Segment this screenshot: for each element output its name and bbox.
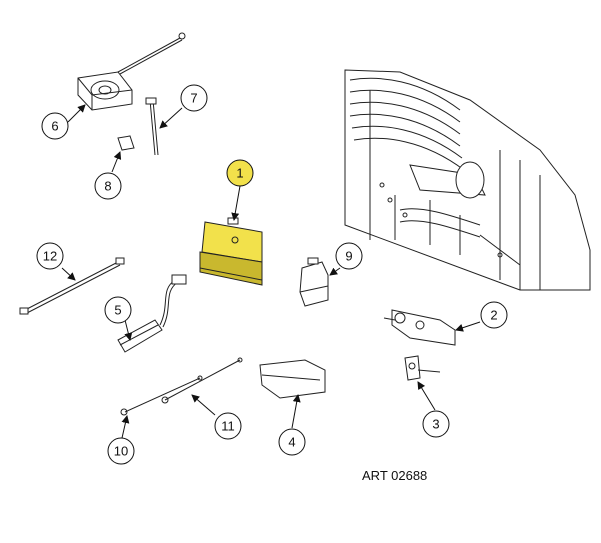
part-fan [77, 32, 186, 111]
callout-9: 9 [335, 242, 363, 270]
part-harness-long [19, 257, 125, 315]
callout-11: 11 [214, 412, 242, 440]
part-clip [117, 135, 135, 151]
callout-6: 6 [41, 112, 69, 140]
callout-5: 5 [104, 296, 132, 324]
part-cover [299, 257, 329, 307]
callout-label: 3 [432, 417, 439, 432]
cooling-unit-assembly [344, 69, 591, 291]
part-wire-short [120, 375, 203, 416]
callout-label: 12 [43, 249, 57, 264]
callout-label: 4 [288, 435, 295, 450]
leader-lines [61, 104, 481, 439]
art-number: ART 02688 [362, 468, 427, 483]
callout-label: 10 [114, 444, 128, 459]
callout-8: 8 [94, 172, 122, 200]
part-valve [383, 309, 456, 346]
callout-3: 3 [422, 410, 450, 438]
callout-label: 8 [104, 179, 111, 194]
part-tray [259, 359, 326, 399]
callout-label: 5 [114, 303, 121, 318]
part-bracket [404, 355, 441, 381]
callout-label: 6 [51, 119, 58, 134]
callout-label: 9 [345, 249, 352, 264]
part-control-module [199, 217, 263, 286]
callout-7: 7 [180, 84, 208, 112]
part-cable-tie [145, 97, 159, 156]
part-wire-long [161, 357, 243, 404]
callout-12: 12 [36, 242, 64, 270]
callout-10: 10 [107, 437, 135, 465]
callout-2: 2 [480, 301, 508, 329]
callout-label: 7 [190, 91, 197, 106]
callout-label: 11 [221, 419, 235, 434]
callout-4: 4 [278, 428, 306, 456]
part-heater-element [117, 274, 187, 353]
callout-1: 1 [226, 159, 254, 187]
callout-label: 1 [236, 166, 243, 181]
callout-label: 2 [490, 308, 497, 323]
